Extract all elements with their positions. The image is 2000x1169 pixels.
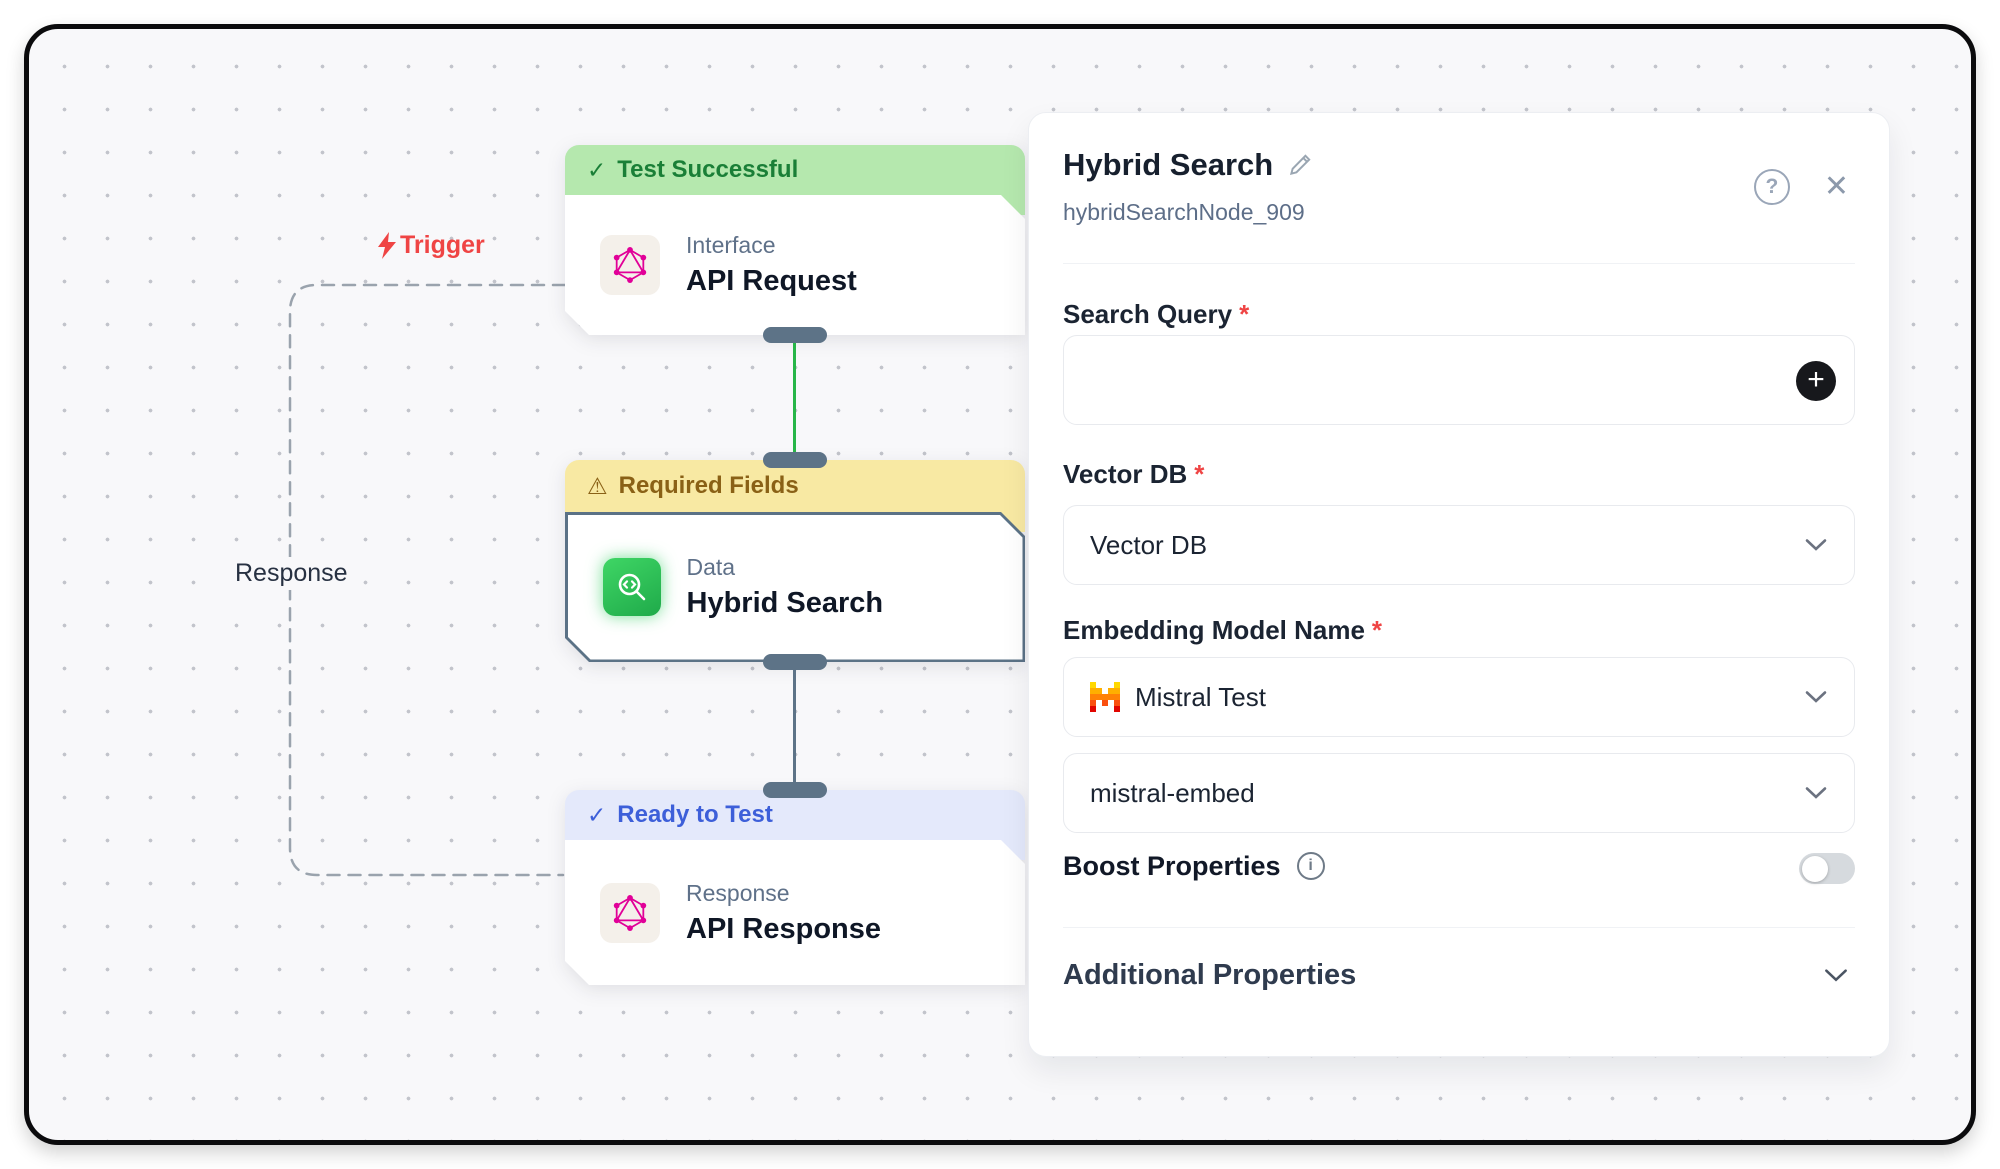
connector-handle[interactable] [763, 654, 827, 670]
model-select[interactable]: mistral-embed [1063, 753, 1855, 833]
additional-properties-toggle[interactable]: Additional Properties [1063, 953, 1849, 997]
embedding-model-label: Embedding Model Name* [1063, 615, 1382, 646]
node-title: API Request [686, 265, 857, 297]
header-divider [1063, 263, 1855, 264]
boost-properties-toggle[interactable] [1799, 853, 1855, 884]
info-glyph: i [1308, 857, 1313, 874]
chevron-down-icon [1825, 968, 1847, 982]
node-status-bar: ⚠ Required Fields [565, 460, 1025, 512]
search-query-label: Search Query* [1063, 299, 1249, 330]
panel-title: Hybrid Search [1063, 147, 1274, 182]
edge-request-to-search [793, 335, 796, 462]
vector-db-label: Vector DB* [1063, 459, 1204, 490]
boost-properties-label: Boost Properties [1063, 850, 1281, 881]
node-title: Hybrid Search [686, 587, 884, 619]
response-edge-label: Response [225, 557, 358, 590]
mistral-logo-icon [1090, 682, 1120, 712]
connector-handle[interactable] [763, 327, 827, 343]
search-query-label-text: Search Query [1063, 299, 1233, 329]
embedding-model-label-text: Embedding Model Name [1063, 615, 1365, 645]
help-icon[interactable]: ? [1753, 169, 1790, 205]
hybrid-search-icon [603, 558, 661, 616]
model-value: mistral-embed [1090, 777, 1255, 808]
node-body[interactable]: Response API Response [565, 840, 1025, 985]
node-status-text: Required Fields [618, 472, 799, 499]
vector-db-value: Vector DB [1090, 529, 1208, 560]
node-hybrid-search[interactable]: ⚠ Required Fields [565, 460, 1025, 662]
help-glyph: ? [1765, 175, 1779, 198]
node-status-bar: ✓ Test Successful [565, 145, 1025, 195]
search-query-input[interactable]: + [1063, 335, 1855, 425]
workflow-canvas[interactable]: Trigger Response ✓ Test Successful [24, 24, 1976, 1145]
node-category: Data [686, 554, 736, 580]
graphql-icon [600, 235, 660, 295]
additional-properties-label: Additional Properties [1063, 958, 1357, 991]
trigger-label: Trigger [377, 231, 485, 260]
chevron-down-icon [1805, 691, 1827, 703]
trigger-text: Trigger [400, 231, 485, 259]
edge-search-to-response [793, 662, 796, 792]
node-status-bar: ✓ Ready to Test [565, 790, 1025, 840]
add-variable-button[interactable]: + [1796, 361, 1836, 401]
required-asterisk: * [1371, 615, 1383, 645]
close-glyph: ✕ [1823, 170, 1849, 203]
embedding-model-value: Mistral Test [1135, 681, 1266, 712]
check-icon: ✓ [587, 801, 607, 828]
chevron-down-icon [1805, 539, 1827, 551]
node-category: Interface [686, 232, 776, 258]
vector-db-label-text: Vector DB [1063, 459, 1188, 489]
node-api-request[interactable]: ✓ Test Successful [565, 145, 1025, 335]
node-id-text: hybridSearchNode_909 [1063, 199, 1305, 225]
node-status-text: Ready to Test [617, 801, 773, 828]
close-icon[interactable]: ✕ [1824, 172, 1849, 202]
node-status-text: Test Successful [617, 156, 799, 183]
edit-pencil-icon[interactable] [1287, 152, 1313, 178]
check-icon: ✓ [587, 156, 607, 183]
required-asterisk: * [1239, 299, 1250, 329]
required-asterisk: * [1194, 459, 1205, 489]
graphql-icon [600, 883, 660, 943]
connector-handle[interactable] [763, 452, 827, 468]
plus-glyph: + [1807, 362, 1825, 396]
node-title: API Response [686, 912, 881, 945]
lightning-bolt-icon [378, 232, 396, 259]
section-divider [1063, 927, 1855, 928]
info-icon[interactable]: i [1296, 852, 1325, 880]
node-body[interactable]: Data Hybrid Search [565, 512, 1025, 662]
connector-handle[interactable] [763, 782, 827, 798]
node-body[interactable]: Interface API Request [565, 195, 1025, 335]
toggle-knob [1802, 855, 1828, 882]
warning-icon: ⚠ [587, 472, 608, 499]
chevron-down-icon [1805, 787, 1827, 799]
embedding-model-select[interactable]: Mistral Test [1063, 657, 1855, 737]
node-category: Response [686, 879, 790, 906]
node-api-response[interactable]: ✓ Ready to Test [565, 790, 1025, 985]
properties-panel: Hybrid Search hybridSearchNode_909 ? ✕ S… [1028, 112, 1890, 1057]
vector-db-select[interactable]: Vector DB [1063, 505, 1855, 585]
